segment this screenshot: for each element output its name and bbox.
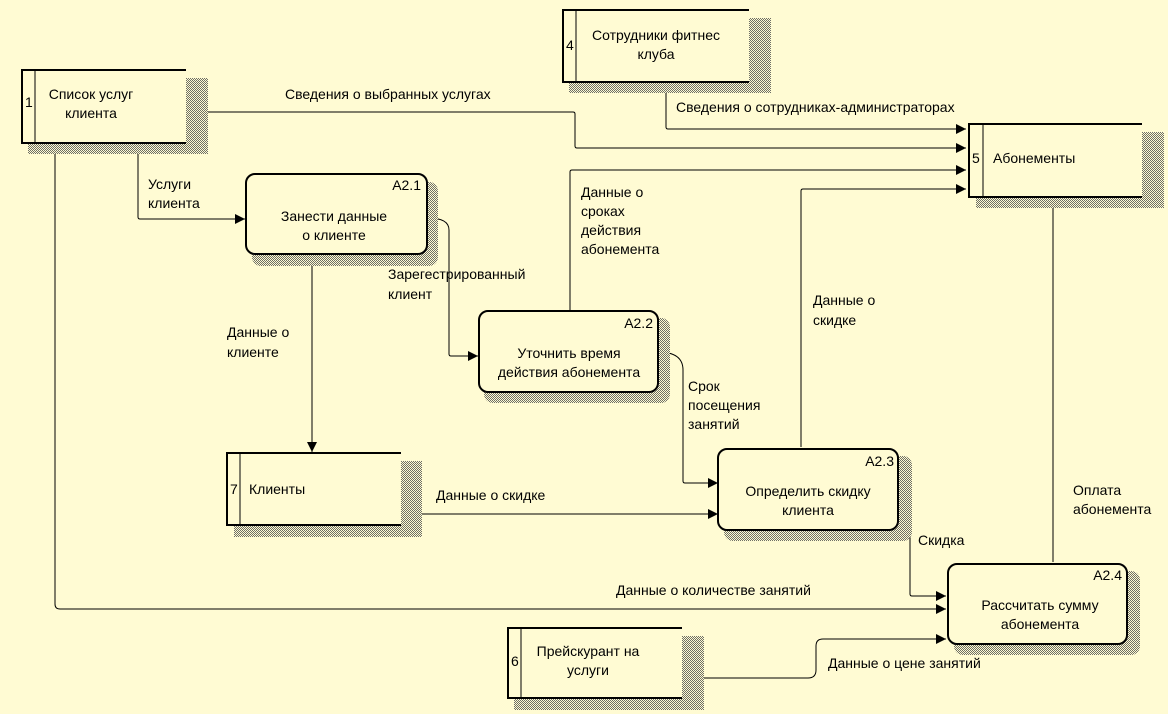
process-label: Определить скидку [745,483,870,499]
flow-label: Срок [688,378,721,394]
process-label: клиента [782,502,834,518]
process-id: A2.3 [865,453,894,469]
flow-term-data [569,165,966,310]
process-id: A2.2 [624,315,653,331]
flow-price-data [696,634,946,679]
flow-label: Зарегестрированный [388,266,525,282]
process-label: Рассчитать сумму [981,597,1098,613]
flow-label: Данные о [581,184,643,200]
flow-label: Данные о скидке [436,487,546,503]
store-number: 6 [511,653,519,669]
store-number: 4 [566,37,574,53]
flow-label: Данные о цене занятий [828,655,981,671]
store-label: клуба [637,46,674,62]
flow-label: Сведения о сотрудниках-администраторах [676,99,955,115]
data-store-clients: 7 Клиенты [226,452,422,537]
flow-label: клиенте [227,344,279,360]
process-id: A2.4 [1093,567,1122,583]
store-number: 1 [25,94,33,110]
flow-label: сроках [581,203,625,219]
store-label: Сотрудники фитнес [592,27,720,43]
flow-label: Сведения о выбранных услугах [285,86,491,102]
process-label: о клиенте [302,227,366,243]
process-a2-3: A2.3 Определить скидку клиента [717,448,912,541]
flow-registered-client [427,217,478,361]
process-id: A2.1 [392,177,421,193]
process-a2-4: A2.4 Рассчитать сумму абонемента [947,563,1140,655]
store-label: услуги [567,662,609,678]
flow-discount-data-up [800,184,966,447]
process-a2-2: A2.2 Уточнить время действия абонемента [478,310,670,403]
store-number: 5 [972,150,980,166]
flow-label: клиента [148,195,200,211]
flow-label: Данные о [813,292,875,308]
flow-label: абонемента [581,241,660,257]
flow-label: Данные о [227,324,289,340]
process-label: Уточнить время [517,345,620,361]
flow-selected-services [185,111,966,153]
flow-label: Данные о количестве занятий [616,582,811,598]
store-label: клиента [65,105,117,121]
process-label: Занести данные [281,208,387,224]
flow-labels: Сведения о выбранных услугах Сведения о … [148,86,1152,671]
store-label: Прейскурант на [537,643,640,659]
process-label: абонемента [1001,616,1080,632]
store-number: 7 [230,481,238,497]
flow-label: Скидка [918,532,965,548]
flow-label: действия [581,222,641,238]
flow-session-count [54,142,946,614]
flow-label: посещения [688,397,760,413]
flow-label: абонемента [1073,501,1152,517]
data-store-price-list: 6 Прейскурант на услуги [507,627,704,710]
data-store-memberships: 5 Абонементы [968,123,1164,208]
store-label: Абонементы [993,150,1075,166]
process-a2-1: A2.1 Занести данные о клиенте [245,173,438,266]
flow-label: скидке [813,312,856,328]
data-store-staff: 4 Сотрудники фитнес клуба [562,9,771,93]
flow-client-services [137,149,245,224]
data-store-service-list: 1 Список услуг клиента [21,69,208,154]
store-label: Клиенты [249,481,305,497]
flow-label: занятий [688,416,740,432]
flow-visit-term [657,351,718,488]
flow-label: клиент [388,286,433,302]
flow-admin-staff [665,82,966,134]
flow-label: Услуги [148,176,191,192]
process-label: действия абонемента [498,364,640,380]
flow-label: Оплата [1073,482,1121,498]
store-label: Список услуг [49,86,134,102]
